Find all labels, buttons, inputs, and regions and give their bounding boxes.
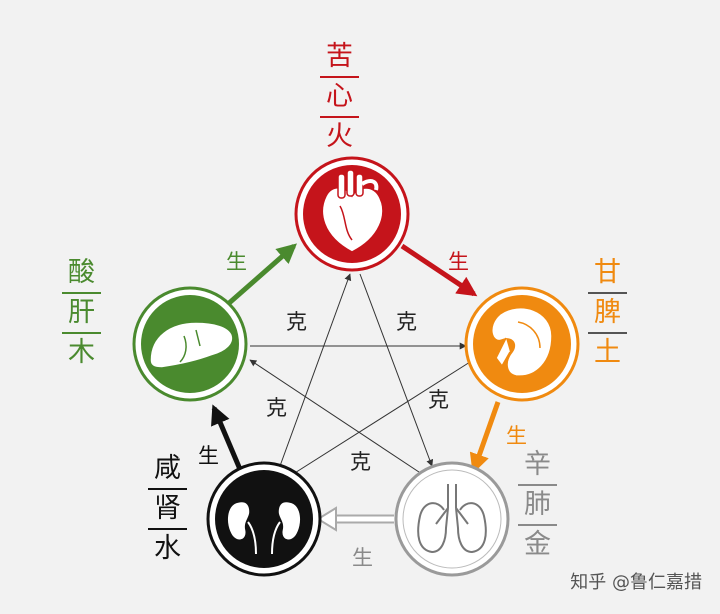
metal-flavor: 辛 <box>524 449 551 480</box>
water-organ: 肾 <box>154 493 181 524</box>
water-element: 水 <box>154 533 181 564</box>
generate-earth-metal-arrow <box>469 401 501 474</box>
generate-wood-fire-arrow <box>226 243 298 306</box>
restraint-star <box>249 273 471 479</box>
metal-separator-2 <box>518 524 557 526</box>
water-separator-1 <box>148 488 187 490</box>
kidneys-icon <box>226 500 302 555</box>
wood-separator-2 <box>62 332 101 334</box>
wood-flavor: 酸 <box>68 257 95 288</box>
water-labels: 咸 肾 水 <box>148 452 187 566</box>
generate-label-water-wood: 生 <box>198 444 219 468</box>
liver-icon <box>149 321 234 369</box>
earth-node <box>464 286 580 402</box>
restrain-fire-metal-line <box>359 273 434 467</box>
earth-labels: 甘 脾 土 <box>588 256 627 370</box>
restrain-label-4: 克 <box>428 388 449 412</box>
wood-labels: 酸 肝 木 <box>62 256 101 370</box>
generation-arrows <box>211 243 501 532</box>
restrain-label-3: 克 <box>266 396 287 420</box>
spleen-icon <box>491 306 553 377</box>
earth-separator-2 <box>588 332 627 334</box>
fire-flavor: 苦 <box>326 41 353 72</box>
restrain-metal-wood-line <box>249 359 429 479</box>
wood-separator-1 <box>62 292 101 294</box>
fire-element: 火 <box>326 121 353 152</box>
water-node <box>206 461 322 577</box>
fire-separator-2 <box>320 116 359 118</box>
generate-metal-water-arrow <box>316 506 394 532</box>
generate-label-fire-earth: 生 <box>448 250 469 274</box>
fire-labels: 苦 心 火 <box>320 40 359 154</box>
restrain-label-5: 克 <box>350 450 371 474</box>
restrain-water-fire-line <box>279 273 352 467</box>
fire-separator-1 <box>320 76 359 78</box>
wood-node <box>132 286 248 402</box>
water-flavor: 咸 <box>154 453 181 484</box>
earth-organ: 脾 <box>594 297 621 328</box>
restrain-label-1: 克 <box>286 310 307 334</box>
metal-labels: 辛 肺 金 <box>518 448 557 562</box>
restrain-earth-water-line <box>289 361 471 477</box>
generate-label-wood-fire: 生 <box>226 250 247 274</box>
metal-element: 金 <box>524 529 551 560</box>
water-separator-2 <box>148 528 187 530</box>
generate-label-metal-water: 生 <box>352 546 373 570</box>
earth-element: 土 <box>594 337 621 368</box>
fire-node <box>294 156 410 272</box>
metal-node <box>394 461 510 577</box>
heart-icon <box>321 169 384 253</box>
generate-water-wood-arrow <box>211 404 245 475</box>
generate-fire-earth-arrow <box>400 243 478 297</box>
earth-separator-1 <box>588 292 627 294</box>
wood-element: 木 <box>68 337 95 368</box>
earth-flavor: 甘 <box>594 257 621 288</box>
metal-organ: 肺 <box>524 489 551 520</box>
generate-label-earth-metal: 生 <box>506 424 527 448</box>
fire-organ: 心 <box>326 81 353 112</box>
watermark: 知乎 @鲁仁嘉措 <box>570 572 702 593</box>
restrain-label-2: 克 <box>396 310 417 334</box>
wood-organ: 肝 <box>68 297 95 328</box>
metal-separator-1 <box>518 484 557 486</box>
lungs-icon <box>417 484 487 554</box>
